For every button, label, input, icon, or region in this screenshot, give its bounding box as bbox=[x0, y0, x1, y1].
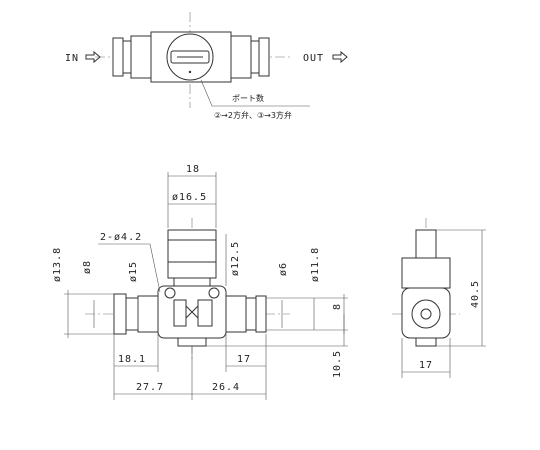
side-port-outer bbox=[411, 299, 441, 329]
valve-left-chamber bbox=[173, 299, 187, 327]
dim-handle-stem: ø12.5 bbox=[230, 241, 241, 276]
front-handle bbox=[167, 229, 217, 279]
in-label: IN bbox=[65, 53, 79, 64]
front-right-fitting-ring bbox=[245, 297, 257, 331]
port-note-detail: ②→2方弁、③→3方弁 bbox=[214, 110, 292, 120]
top-right-fitting-ring bbox=[250, 40, 260, 74]
dim-top-width: 18 bbox=[186, 164, 200, 175]
dim-body-dia: ø15 bbox=[128, 261, 139, 282]
front-left-fitting-body bbox=[137, 295, 159, 333]
front-handle-stem bbox=[173, 277, 211, 287]
top-left-fitting-body bbox=[130, 35, 152, 79]
front-left-fitting-collar bbox=[113, 293, 127, 335]
dim-hole: 2-ø4.2 bbox=[100, 232, 142, 243]
front-bottom-boss bbox=[177, 337, 207, 347]
dim-right-total: 26.4 bbox=[212, 382, 240, 393]
dim-handle-dia: ø16.5 bbox=[172, 192, 207, 203]
top-right-fitting-collar bbox=[258, 37, 270, 77]
side-port-inner bbox=[420, 308, 432, 320]
top-right-fitting-body bbox=[230, 35, 252, 79]
dim-left-total: 27.7 bbox=[136, 382, 164, 393]
top-left-fitting-collar bbox=[112, 37, 124, 77]
front-view: 18 ø16.5 2-ø4.2 ø13.8 ø8 ø15 ø12.5 ø6 ø1… bbox=[52, 164, 348, 400]
hole-leader bbox=[98, 243, 161, 293]
dim-right-len: 17 bbox=[237, 354, 251, 365]
top-left-fitting-ring bbox=[122, 40, 132, 74]
out-arrow-icon bbox=[332, 50, 348, 64]
in-arrow-icon bbox=[85, 50, 101, 64]
top-view: IN OUT ポート数 ②→2方弁、③→3方弁 bbox=[65, 12, 348, 120]
dim-outer-dia: ø13.8 bbox=[52, 247, 63, 282]
top-port-mark bbox=[188, 70, 192, 74]
side-handle-stem bbox=[415, 229, 437, 259]
mount-hole-left bbox=[164, 287, 176, 299]
dim-side-width: 17 bbox=[419, 360, 433, 371]
dim-left-len: 18.1 bbox=[118, 354, 146, 365]
side-body bbox=[401, 287, 451, 339]
port-note-leader bbox=[200, 79, 310, 107]
dim-right-outer: ø11.8 bbox=[310, 247, 321, 282]
dim-right-tube: ø6 bbox=[278, 262, 289, 276]
front-left-fitting-ring bbox=[125, 297, 139, 331]
side-view: 40.5 17 bbox=[392, 218, 486, 378]
port-note-title: ポート数 bbox=[232, 93, 264, 103]
side-bottom-boss bbox=[415, 337, 437, 347]
mount-hole-right bbox=[208, 287, 220, 299]
dim-tube-dia: ø8 bbox=[82, 260, 93, 274]
dim-bottom-offset: 10.5 bbox=[332, 350, 343, 378]
front-right-fitting-collar bbox=[255, 295, 267, 333]
front-right-fitting-body bbox=[225, 295, 247, 333]
valve-ball bbox=[185, 305, 199, 319]
side-handle-block bbox=[401, 257, 451, 289]
out-label: OUT bbox=[303, 53, 324, 64]
dim-center-height: 8 bbox=[332, 303, 343, 310]
dim-side-height: 40.5 bbox=[470, 280, 481, 308]
